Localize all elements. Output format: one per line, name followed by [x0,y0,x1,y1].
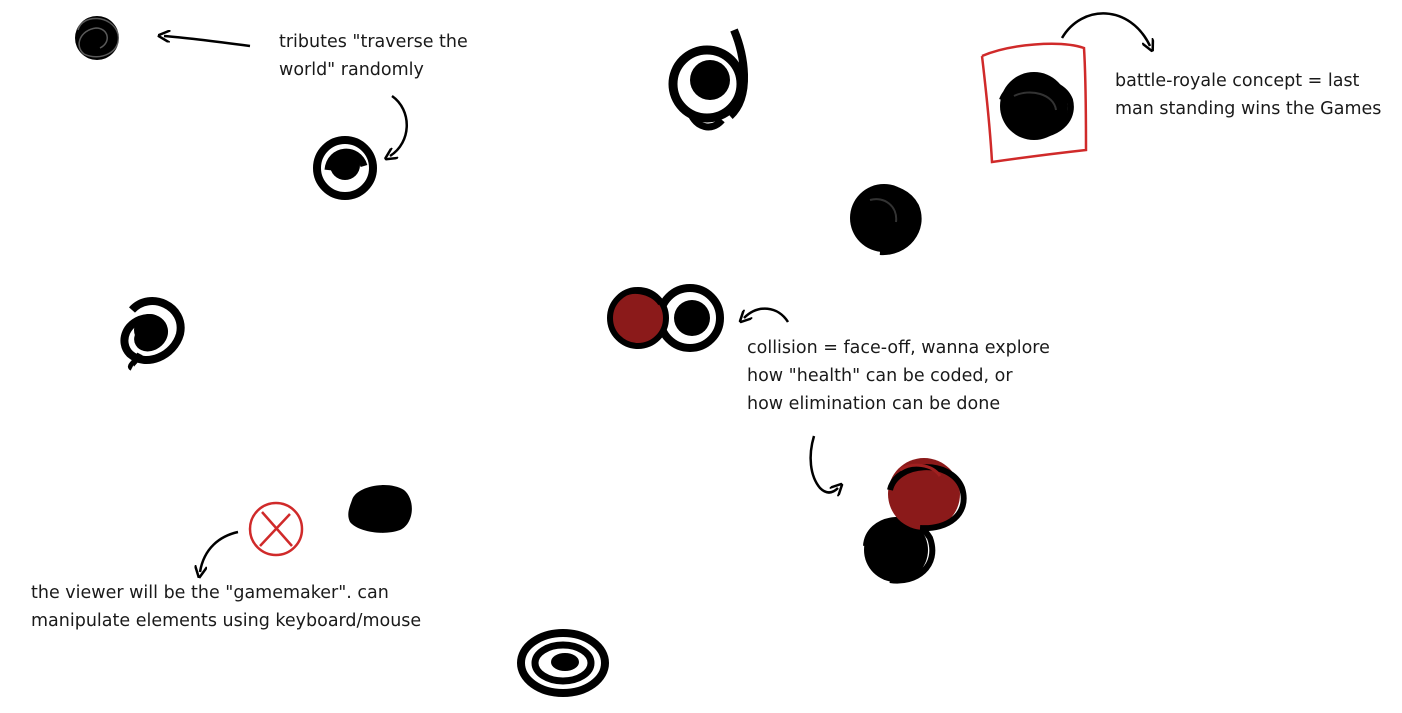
note-viewer: the viewer will be the "gamemaker". can … [31,579,421,635]
tribute-top-left [75,16,120,60]
overlap-pair [863,458,967,584]
note-viewer-line-2: manipulate elements using keyboard/mouse [31,611,422,631]
arrow-to-viewer-note [200,530,239,572]
note-traverse-line-2: world" randomly [279,60,424,80]
collision-pair [607,284,724,352]
red-x-circle-icon [248,501,304,557]
note-viewer-line-1: the viewer will be the "gamemaker". can [31,583,389,603]
arrow-to-overlap-pair [809,435,838,493]
note-collision-line-1: collision = face-off, wanna explore [747,338,1050,358]
note-battle-line-2: man standing wins the Games [1115,99,1382,119]
arrow-to-top-left-tribute [164,36,251,48]
note-collision: collision = face-off, wanna explore how … [747,334,1050,418]
tribute-blob [348,485,412,533]
tribute-right-center [850,184,922,256]
arrow-to-traverse-tribute [390,94,408,156]
arrow-to-collision-pair [744,307,790,322]
note-battle-line-1: battle-royale concept = last [1115,71,1360,91]
note-traverse-line-1: tributes "traverse the [279,32,468,52]
note-traverse: tributes "traverse the world" randomly [279,28,468,84]
winner-frame [980,42,1088,164]
note-battle-royale: battle-royale concept = last man standin… [1115,67,1381,123]
tribute-bottom [517,629,609,697]
note-collision-line-3: how elimination can be done [747,394,1001,414]
tribute-left-middle [120,297,185,371]
arrow-to-battle-note [1060,12,1150,46]
tribute-top-center [668,28,748,131]
tribute-traverse [313,136,377,200]
note-collision-line-2: how "health" can be coded, or [747,366,1013,386]
